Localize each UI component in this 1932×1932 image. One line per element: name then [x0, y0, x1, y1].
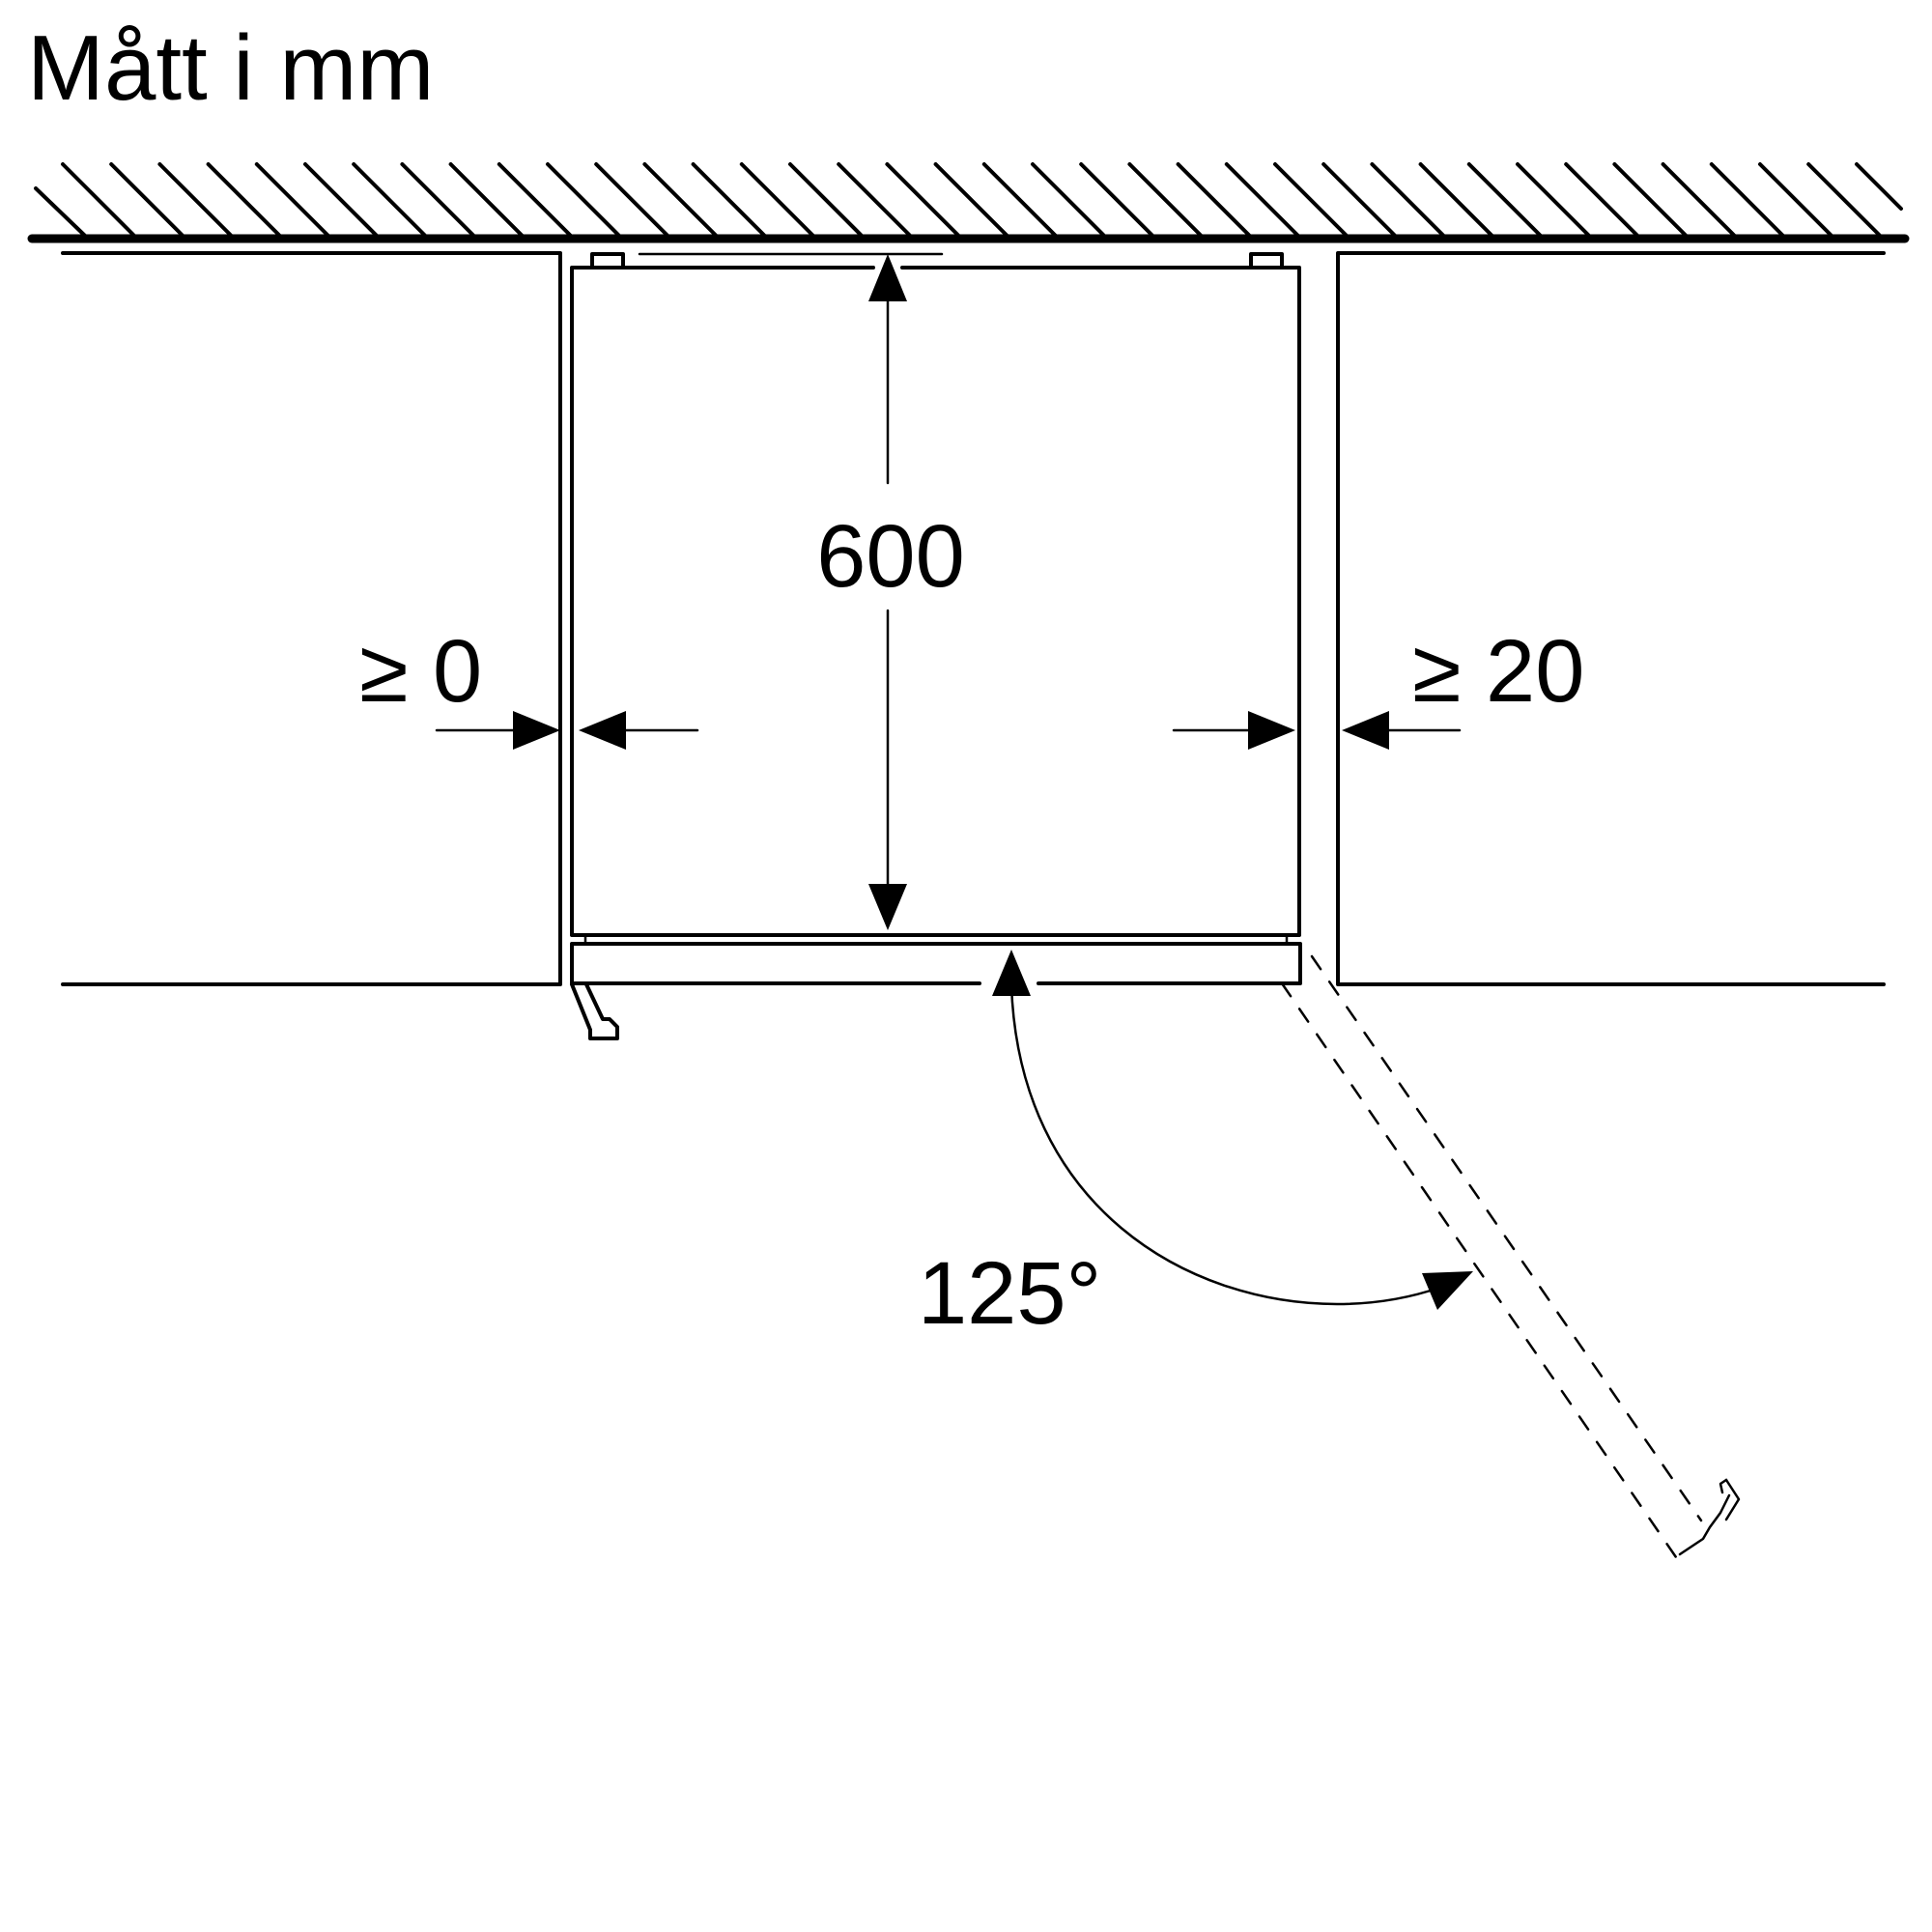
- hatch-line: [1758, 162, 1833, 238]
- open-door-inner-edge: [1280, 981, 1678, 1559]
- hatch-line: [497, 162, 573, 238]
- hatch-line: [1418, 162, 1494, 238]
- hatch-line: [1370, 162, 1446, 238]
- hatch-line: [691, 162, 767, 238]
- left-gap-dimension: ≥ 0: [359, 622, 699, 750]
- appliance: [570, 252, 1301, 946]
- hatch-line: [400, 162, 476, 238]
- hatch-line: [1031, 162, 1106, 238]
- hatch-line: [1564, 162, 1640, 238]
- left-cabinet: [61, 251, 562, 986]
- hatch-line: [61, 162, 136, 238]
- hatch-line: [837, 162, 913, 238]
- door-handle: [570, 982, 619, 1040]
- left-gap-arrow-inner: [579, 711, 626, 750]
- hatch-line: [739, 162, 815, 238]
- door-angle-value: 125°: [918, 1244, 1101, 1343]
- hatch-line: [448, 162, 525, 238]
- hatch-line: [109, 162, 185, 238]
- door-angle-arc: [1009, 983, 1441, 1306]
- hatch-line: [206, 162, 282, 238]
- left-gap-arrow-outer: [513, 711, 560, 750]
- door-angle-arrow-end: [1422, 1271, 1473, 1310]
- depth-value: 600: [816, 507, 965, 606]
- right-gap-value: ≥ 20: [1412, 622, 1584, 721]
- hatch-line: [788, 162, 864, 238]
- hatch-line: [1079, 162, 1155, 238]
- depth-arrow-bottom: [868, 884, 907, 930]
- hatch-line: [1224, 162, 1300, 238]
- right-gap-dimension: ≥ 20: [1172, 622, 1584, 750]
- hatch-line: [885, 162, 961, 238]
- hatch-line: [1855, 162, 1903, 211]
- page-title: Mått i mm: [27, 16, 434, 120]
- right-gap-arrow-outer: [1248, 711, 1295, 750]
- rear-spacer-right: [1249, 252, 1284, 270]
- hatch-line: [981, 162, 1058, 238]
- hatch-line: [1321, 162, 1398, 238]
- door-angle-dimension: 125°: [918, 950, 1473, 1343]
- open-door-handle-tip: [1719, 1478, 1728, 1494]
- depth-arrow-top: [868, 254, 907, 301]
- hatch-line: [642, 162, 719, 238]
- hatch-line: [157, 162, 234, 238]
- right-gap-arrow-inner: [1342, 711, 1389, 750]
- door: [570, 942, 1302, 985]
- hatch-line: [34, 186, 87, 238]
- open-door-handle: [1678, 1478, 1741, 1556]
- hatch-line: [1516, 162, 1591, 238]
- door-angle-arrow-start: [992, 950, 1031, 996]
- hatch-line: [933, 162, 1009, 238]
- depth-dimension: 600: [816, 254, 965, 930]
- hatch-line: [254, 162, 330, 238]
- rear-spacer-left: [590, 252, 625, 270]
- hatch-line: [1466, 162, 1543, 238]
- wall: [27, 162, 1910, 243]
- hatch-line: [1661, 162, 1737, 238]
- hatch-line: [303, 162, 379, 238]
- open-door-outer-edge: [1310, 954, 1703, 1522]
- hatch-line: [1806, 162, 1883, 238]
- wall-hatching: [34, 162, 1903, 238]
- hatch-line: [352, 162, 428, 238]
- right-cabinet: [1336, 251, 1886, 986]
- hatch-line: [1612, 162, 1689, 238]
- door-open-outline: [1280, 954, 1741, 1559]
- hatch-line: [546, 162, 621, 238]
- hatch-line: [1709, 162, 1785, 238]
- hatch-line: [1273, 162, 1349, 238]
- hatch-line: [1176, 162, 1252, 238]
- left-gap-value: ≥ 0: [359, 622, 482, 721]
- hatch-line: [1127, 162, 1204, 238]
- hatch-line: [594, 162, 670, 238]
